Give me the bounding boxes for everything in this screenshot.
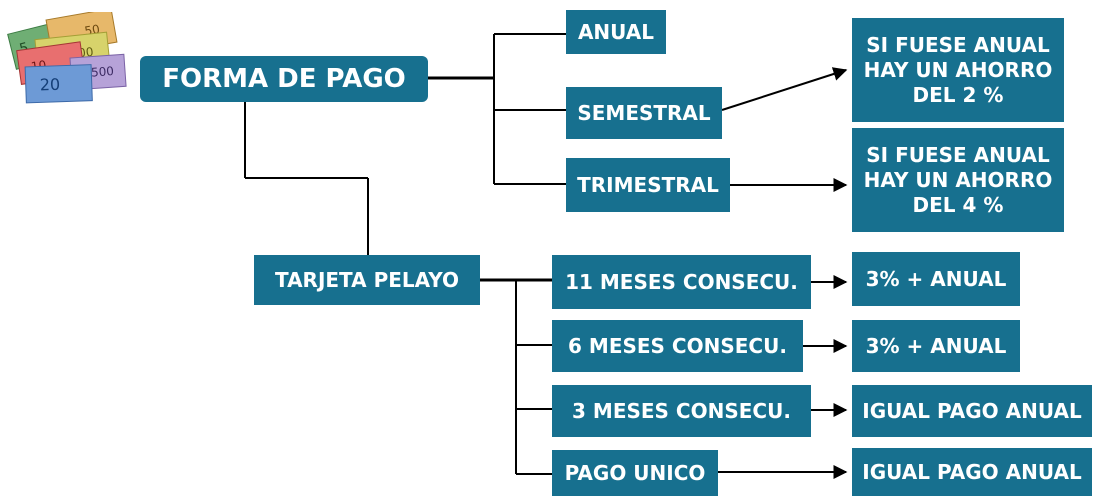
result-ahorro-2: SI FUESE ANUAL HAY UN AHORRO DEL 2 % <box>852 18 1064 122</box>
result-igual-pago-a: IGUAL PAGO ANUAL <box>852 385 1092 437</box>
option-3-meses: 3 MESES CONSECU. <box>552 385 811 437</box>
option-11-meses: 11 MESES CONSECU. <box>552 255 811 309</box>
result-3-anual-b: 3% + ANUAL <box>852 320 1020 372</box>
option-trimestral: TRIMESTRAL <box>566 158 730 212</box>
result-igual-pago-b: IGUAL PAGO ANUAL <box>852 448 1092 496</box>
tarjeta-pelayo: TARJETA PELAYO <box>254 255 480 305</box>
svg-text:20: 20 <box>39 75 60 95</box>
svg-text:500: 500 <box>91 64 115 80</box>
root-forma-de-pago: FORMA DE PAGO <box>140 56 428 102</box>
option-6-meses: 6 MESES CONSECU. <box>552 320 803 372</box>
result-3-anual-a: 3% + ANUAL <box>852 252 1020 306</box>
option-anual: ANUAL <box>566 10 666 54</box>
option-pago-unico: PAGO UNICO <box>552 450 718 496</box>
euro-banknotes-icon: 5 50 200 10 500 20 <box>7 12 127 104</box>
result-ahorro-4: SI FUESE ANUAL HAY UN AHORRO DEL 4 % <box>852 128 1064 232</box>
option-semestral: SEMESTRAL <box>566 87 722 139</box>
